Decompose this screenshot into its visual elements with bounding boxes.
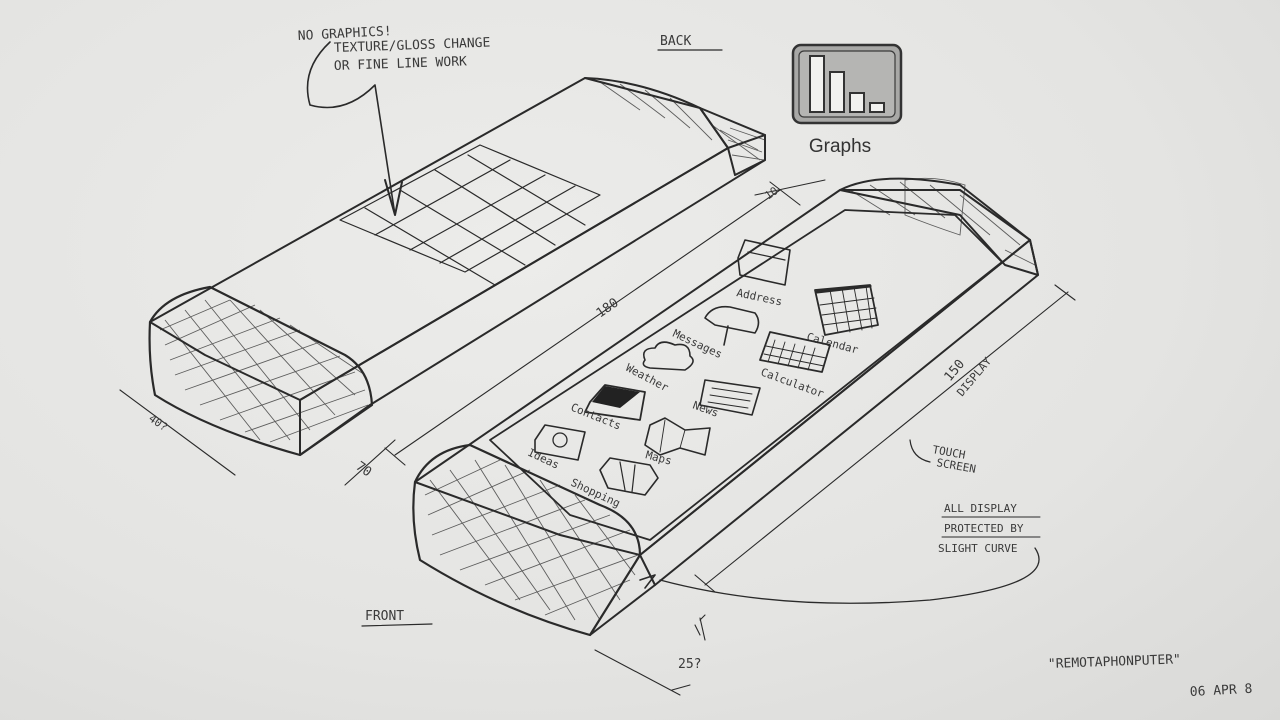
- back-device: [148, 41, 766, 457]
- all-display-line-1: ALL DISPLAY: [944, 502, 1017, 515]
- front-label: FRONT: [365, 609, 404, 624]
- app-label-address: Address: [735, 286, 783, 308]
- calculator-icon: [759, 331, 831, 373]
- back-endcap-hatching: [159, 299, 369, 443]
- dimension-lines: 40? 70 180 10 150 DISPLAY 25?: [119, 179, 1076, 696]
- app-maps: Maps: [644, 417, 711, 468]
- dim-length: 180: [594, 296, 622, 322]
- app-calendar: Calendar: [805, 284, 879, 357]
- touch-screen-label-2: SCREEN: [935, 456, 976, 476]
- app-label-news: News: [691, 399, 720, 420]
- graphs-label: Graphs: [809, 136, 871, 157]
- app-label-ideas: Ideas: [526, 446, 562, 472]
- app-shopping: Shopping: [569, 457, 659, 510]
- touch-screen-label-1: TOUCH: [931, 443, 966, 462]
- app-grid: Address Calendar Messages Calculator Wea…: [526, 239, 879, 510]
- note-line-1: NO GRAPHICS!: [297, 24, 392, 44]
- front-device: [412, 177, 1039, 637]
- shopping-bag-icon: [599, 457, 659, 496]
- app-weather: Weather: [624, 341, 694, 395]
- app-label-shopping: Shopping: [569, 476, 623, 510]
- dim-screen-width: 10: [762, 184, 780, 202]
- app-ideas: Ideas: [526, 424, 586, 472]
- sketch-date: 06 APR 8: [1189, 682, 1252, 700]
- bar-chart-icon: [809, 55, 885, 113]
- contact-card-icon: [584, 384, 646, 421]
- dim-back-width: 40?: [146, 412, 170, 434]
- lightbulb-icon: [534, 424, 586, 461]
- project-name: "REMOTAPHONPUTER": [1048, 652, 1182, 672]
- back-label: BACK: [660, 34, 691, 49]
- graphs-app-tile: Graphs: [791, 43, 903, 157]
- mailbox-icon: [704, 305, 760, 334]
- app-contacts: Contacts: [569, 384, 646, 433]
- cloud-icon: [642, 341, 694, 371]
- annotations: NO GRAPHICS! TEXTURE/GLOSS CHANGE OR FIN…: [297, 24, 1252, 700]
- app-calculator: Calculator: [759, 331, 831, 401]
- app-news: News: [691, 379, 761, 420]
- dim-front-width: 70: [353, 459, 374, 480]
- all-display-line-3: SLIGHT CURVE: [938, 542, 1017, 555]
- dim-depth: 25?: [678, 657, 701, 672]
- note-line-2: TEXTURE/GLOSS CHANGE: [334, 36, 491, 56]
- all-display-line-2: PROTECTED BY: [944, 522, 1024, 535]
- address-book-icon: [737, 239, 791, 286]
- front-endcap-hatching: [424, 459, 639, 621]
- map-icon: [644, 417, 711, 456]
- note-line-3: OR FINE LINE WORK: [334, 54, 468, 74]
- back-texture-grid: [339, 144, 601, 286]
- newspaper-icon: [699, 379, 761, 416]
